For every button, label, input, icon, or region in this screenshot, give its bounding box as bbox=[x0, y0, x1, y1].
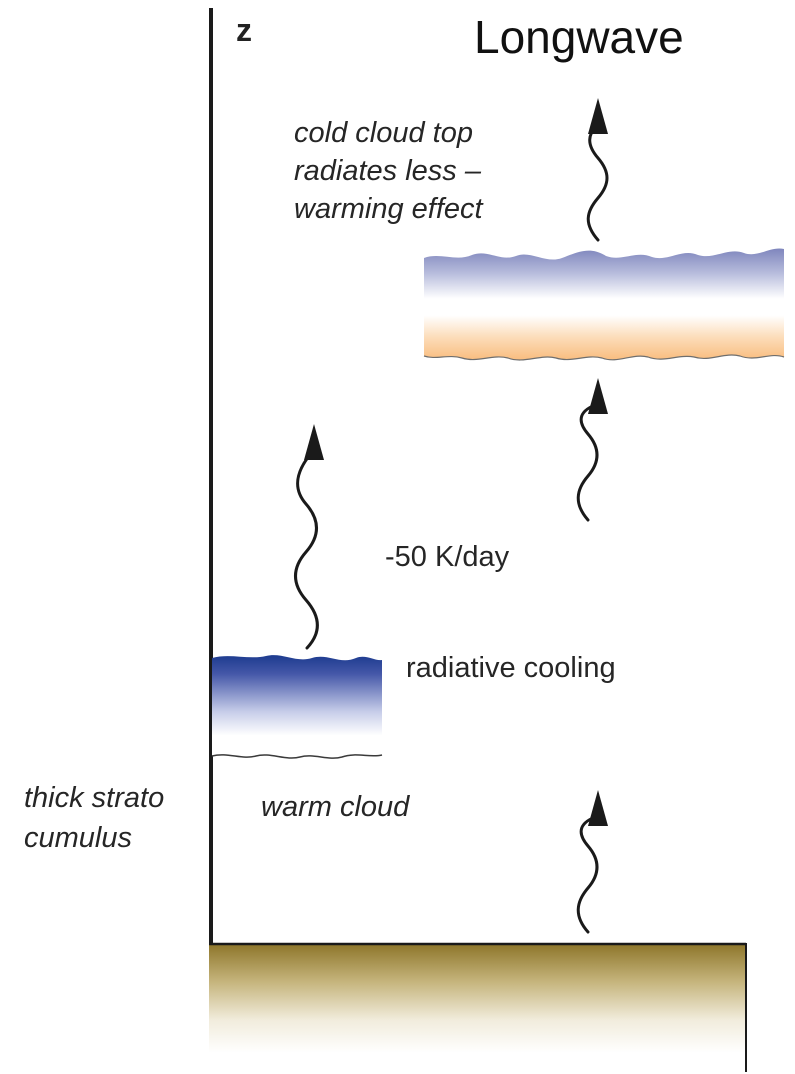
high-cloud-base-outline bbox=[423, 354, 785, 361]
cloud-type-line: thick strato bbox=[24, 782, 165, 814]
z-axis-label: z bbox=[236, 12, 252, 48]
cloud-type-label: thick strato cumulus bbox=[24, 778, 164, 858]
cloud-type-line: cumulus bbox=[24, 822, 132, 854]
low-cloud bbox=[212, 655, 382, 759]
arrowhead bbox=[304, 424, 324, 460]
diagram-title: Longwave bbox=[474, 11, 684, 63]
low-cloud-base-outline bbox=[211, 754, 383, 759]
ground bbox=[209, 943, 746, 1053]
arrowhead bbox=[588, 98, 608, 134]
annotation-line: cold cloud top bbox=[294, 117, 473, 149]
cold-cloud-top-annotation: cold cloud top radiates less – warming e… bbox=[294, 114, 483, 228]
arrow-from-high-cloud-top bbox=[586, 98, 609, 242]
cooling-rate-label: -50 K/day bbox=[385, 541, 510, 573]
high-cloud bbox=[424, 248, 784, 360]
arrow-from-low-cloud-top bbox=[294, 424, 324, 650]
arrow-from-surface bbox=[576, 790, 608, 934]
radiative-cooling-label: radiative cooling bbox=[406, 652, 616, 684]
annotation-line: radiates less – bbox=[294, 155, 481, 187]
arrow-below-high-cloud bbox=[576, 378, 608, 522]
annotation-line: warming effect bbox=[294, 193, 483, 225]
warm-cloud-label: warm cloud bbox=[261, 791, 410, 823]
arrowhead bbox=[588, 378, 608, 414]
arrowhead bbox=[588, 790, 608, 826]
